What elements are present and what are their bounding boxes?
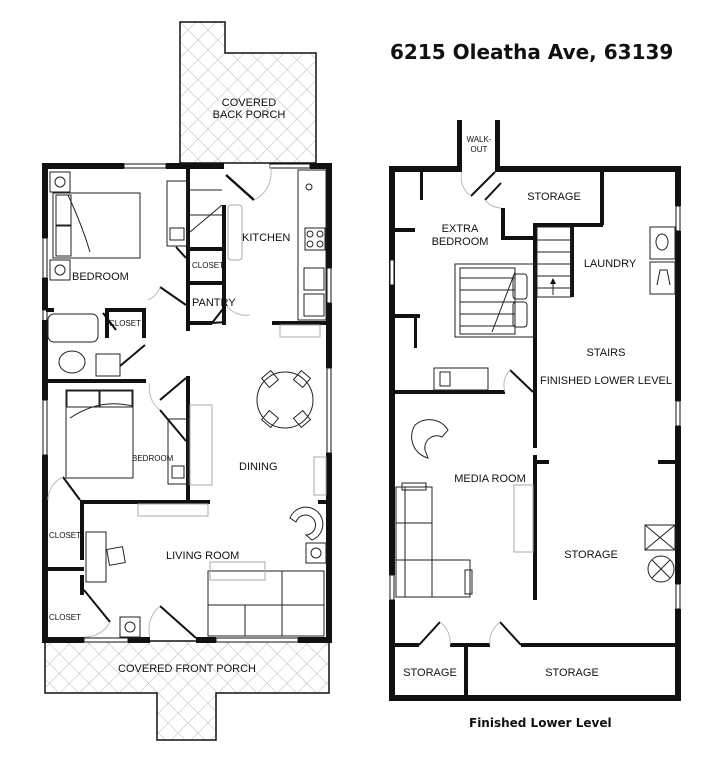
side-table-icon: [305, 542, 327, 564]
sectional-sofa-icon: [395, 482, 473, 598]
finished-lower-level-label: FINISHED LOWER LEVEL: [540, 375, 672, 387]
dining-table-icon: [256, 371, 314, 429]
bedroom-1-label: BEDROOM: [72, 271, 129, 283]
storage-top-label: STORAGE: [527, 191, 581, 203]
extra-bedroom-label-1: EXTRA: [442, 223, 479, 235]
main-door-swings: [47, 164, 272, 638]
bed-icon: [454, 263, 536, 338]
closet-bath-label: CLOSET: [109, 319, 141, 328]
dining-label: DINING: [239, 461, 278, 473]
bathroom-sink-icon: [95, 353, 121, 377]
walkout-label-2: OUT: [471, 145, 488, 154]
washer-icon: [649, 226, 676, 260]
lower-exterior-walls: [389, 166, 681, 701]
dishwasher-icon: [303, 267, 325, 291]
armchair-icon: [289, 506, 324, 541]
water-heater-icon: [647, 555, 675, 583]
sectional-sofa-icon: [207, 570, 325, 637]
bedroom-2-label: BEDROOM: [132, 454, 174, 463]
side-table-icon: [119, 616, 141, 638]
storage-bottom-left-label: STORAGE: [403, 667, 457, 679]
media-room-label: MEDIA ROOM: [454, 473, 526, 485]
covered-back-porch: COVERED BACK PORCH: [179, 21, 317, 164]
nightstand-icon: [49, 171, 71, 193]
back-porch-label-1: COVERED: [222, 97, 276, 109]
staircase-icon: [536, 226, 572, 298]
front-porch-label: COVERED FRONT PORCH: [118, 663, 256, 675]
covered-front-porch: COVERED FRONT PORCH: [44, 640, 330, 741]
back-porch-label-2: BACK PORCH: [213, 109, 286, 121]
armchair-icon: [411, 419, 449, 459]
living-room-label: LIVING ROOM: [166, 550, 239, 562]
lower-furniture: [395, 226, 676, 598]
dresser-icon: [166, 180, 188, 247]
bathtub-icon: [47, 313, 99, 343]
laundry-label: LAUNDRY: [584, 258, 637, 270]
storage-right-label: STORAGE: [564, 549, 618, 561]
closet-kitchen-label: CLOSET: [192, 261, 224, 270]
lower-door-swings: [439, 171, 511, 646]
lower-level-labels: STORAGE EXTRA BEDROOM LAUNDRY STAIRS FIN…: [403, 191, 672, 679]
closet-left-1-label: CLOSET: [49, 531, 81, 540]
dresser-icon: [167, 418, 189, 485]
fridge-icon: [305, 183, 313, 191]
lower-level-plan: WALK- OUT: [389, 120, 681, 701]
desk-icon: [433, 367, 489, 391]
lower-level-caption: Finished Lower Level: [469, 716, 612, 730]
stove-icon: [304, 227, 326, 251]
main-level-labels: BEDROOM KITCHEN CLOSET PANTRY CLOSET BED…: [49, 232, 290, 622]
toilet-icon: [58, 350, 86, 374]
stairs-label: STAIRS: [587, 347, 626, 359]
kitchen-counter: [297, 169, 327, 321]
main-furniture: [47, 169, 327, 638]
bed-icon: [65, 389, 134, 479]
closet-left-2-label: CLOSET: [49, 613, 81, 622]
property-address-title: 6215 Oleatha Ave, 63139: [390, 40, 674, 64]
kitchen-label: KITCHEN: [242, 232, 290, 244]
dryer-icon: [649, 261, 676, 295]
bed-icon: [52, 192, 141, 259]
walkout-label-1: WALK-: [466, 135, 491, 144]
storage-bottom-right-label: STORAGE: [545, 667, 599, 679]
kitchen-sink-icon: [303, 293, 325, 317]
furnace-icon: [644, 524, 676, 551]
main-exterior-walls: [42, 163, 332, 643]
main-level-plan: COVERED BACK PORCH COVERED FRONT PORCH: [42, 21, 332, 741]
desk-icon: [85, 531, 107, 583]
extra-bedroom-label-2: BEDROOM: [432, 236, 489, 248]
pantry-label: PANTRY: [192, 297, 236, 309]
